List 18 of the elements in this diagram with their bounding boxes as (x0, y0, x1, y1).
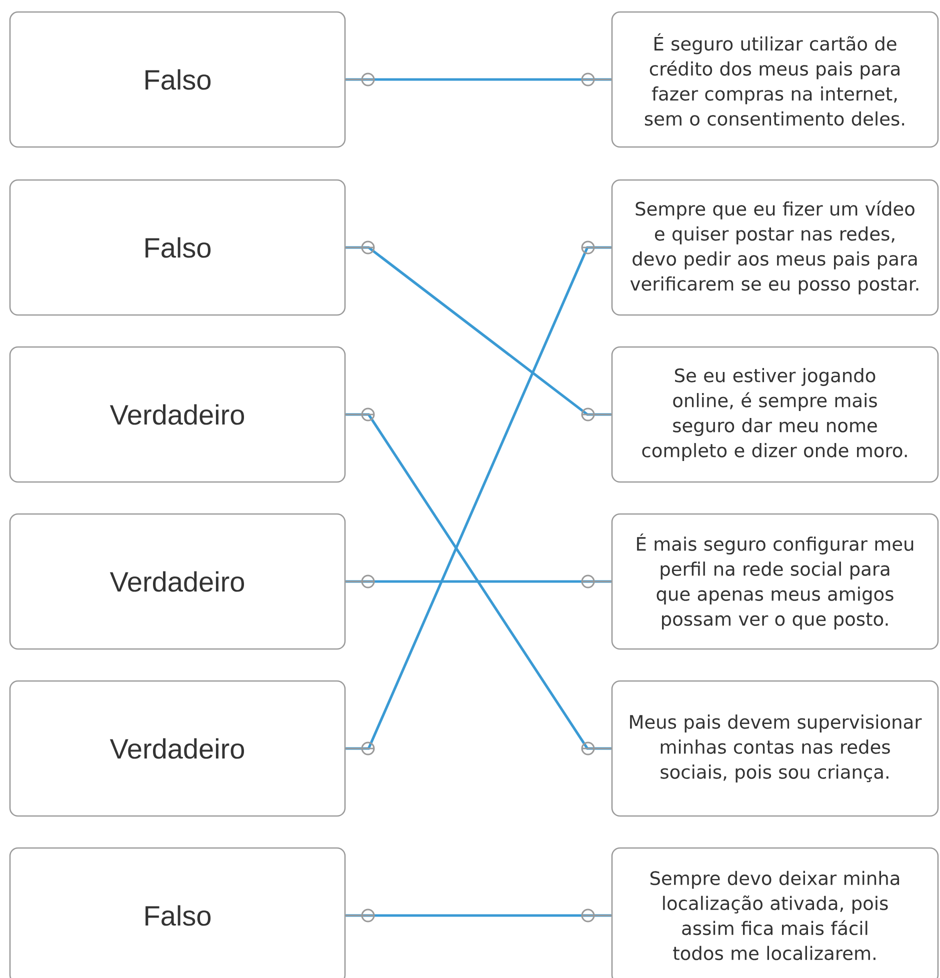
statement-box: É mais seguro configurar meu perfil na rede social para que apenas meus amigos possam ver o que posto. (611, 513, 939, 650)
connector-line (346, 413, 612, 750)
answer-box: Verdadeiro (9, 513, 346, 650)
statement-box: Se eu estiver jogando online, é sempre mais seguro dar meu nome completo e dizer onde moro. (611, 346, 939, 483)
statement-box: Meus pais devem supervisionar minhas contas nas redes sociais, pois sou criança. (611, 680, 939, 817)
answer-box: Falso (9, 11, 346, 148)
connector-line (346, 78, 612, 81)
statement-box: Sempre devo deixar minha localização ativada, pois assim fica mais fácil todos me localizarem. (611, 847, 939, 978)
connector-line (346, 580, 612, 583)
answer-box: Verdadeiro (9, 346, 346, 483)
statement-box: Sempre que eu fizer um vídeo e quiser postar nas redes, devo pedir aos meus pais para verificarem se eu posso postar. (611, 179, 939, 316)
answer-box: Verdadeiro (9, 680, 346, 817)
connector-line (346, 914, 612, 917)
statement-box: É seguro utilizar cartão de crédito dos meus pais para fazer compras na internet, sem o consentimento deles. (611, 11, 939, 148)
connector-line (346, 246, 612, 750)
connector-line (346, 246, 612, 416)
answer-box: Falso (9, 847, 346, 978)
answer-box: Falso (9, 179, 346, 316)
